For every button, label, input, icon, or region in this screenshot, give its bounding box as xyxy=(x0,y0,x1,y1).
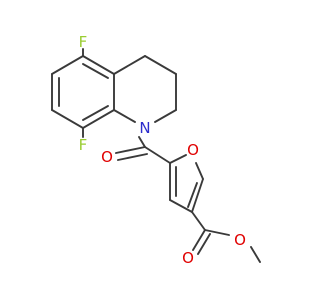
ester-carbonyl-oxygen-label: O xyxy=(182,249,194,267)
atom-labels: F F N O O O O xyxy=(79,33,246,267)
fluorine-label-top: F xyxy=(79,33,88,51)
bond-lines xyxy=(51,48,261,263)
fluorine-label-bottom: F xyxy=(79,136,88,154)
ester-oxygen-label: O xyxy=(234,231,246,249)
molecule-structure: F F N O O O O xyxy=(51,33,261,267)
furan-oxygen-label: O xyxy=(187,141,199,159)
nitrogen-label: N xyxy=(139,119,150,137)
carbonyl-oxygen-label: O xyxy=(101,148,113,166)
